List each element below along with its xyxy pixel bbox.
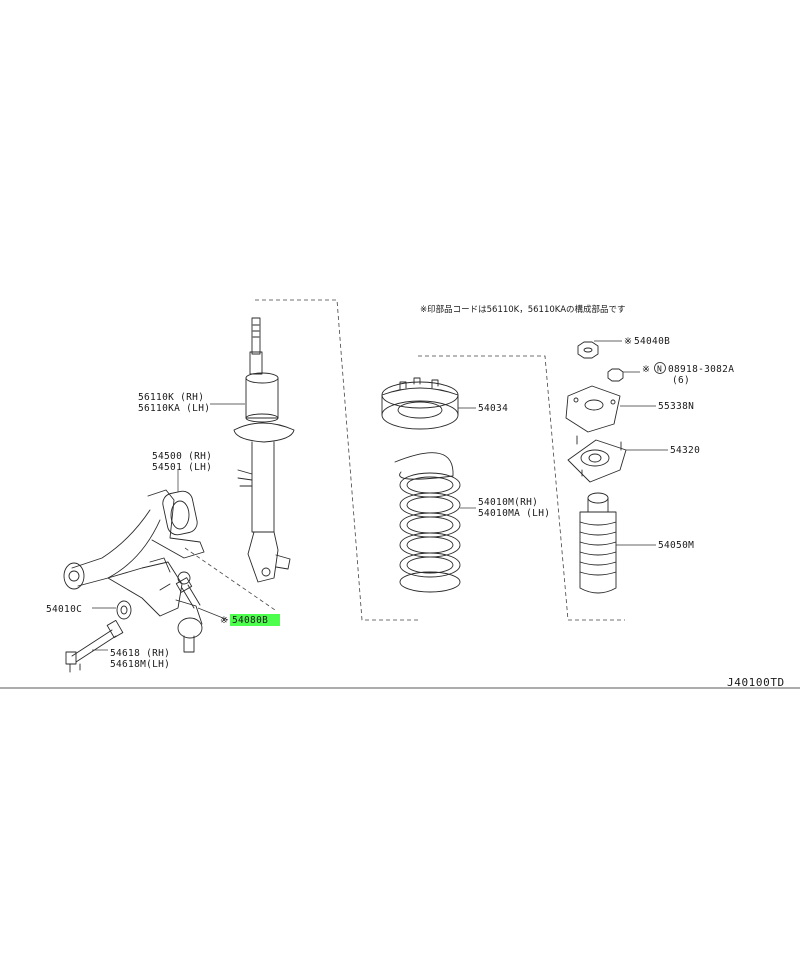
label-strut-lh: 56110KA (LH) <box>138 403 210 414</box>
lower-arm[interactable] <box>63 489 205 653</box>
nut-part[interactable] <box>577 341 599 359</box>
bump-boot[interactable] <box>579 492 617 594</box>
mount-plate[interactable] <box>565 385 621 433</box>
washer-mark: ※ <box>642 364 650 375</box>
label-spring-rh: 54010M(RH) <box>478 497 538 508</box>
label-mount: 54320 <box>670 445 700 456</box>
label-washer: 08918-3082A <box>668 364 734 375</box>
label-strut-rh: 56110K (RH) <box>138 392 204 403</box>
label-plate: 55338N <box>658 401 694 412</box>
highlight-box <box>230 614 280 626</box>
label-arm-lh: 54501 (LH) <box>152 462 212 473</box>
diagram-code: J40100TD <box>727 676 785 689</box>
bolt-mark: ※ <box>220 615 228 626</box>
label-spring-lh: 54010MA (LH) <box>478 508 550 519</box>
nut-mark: ※ <box>624 336 632 347</box>
n-circle-icon <box>654 362 666 374</box>
label-arm-rh: 54500 (RH) <box>152 451 212 462</box>
label-washer-qty: (6) <box>672 375 690 386</box>
washer-nut-part[interactable] <box>607 368 624 382</box>
strut-assembly[interactable] <box>233 317 295 583</box>
label-link-rh: 54618 (RH) <box>110 648 170 659</box>
bolt-part[interactable] <box>175 577 201 609</box>
upper-mount[interactable] <box>567 435 627 483</box>
label-bolt[interactable]: 54080B <box>232 615 268 626</box>
label-bushing: 54010C <box>46 604 82 615</box>
bushing[interactable] <box>116 600 132 620</box>
label-seat: 54034 <box>478 403 508 414</box>
component-note: ※印部品コードは56110K，56110KAの構成部品です <box>420 304 626 315</box>
label-link-lh: 54618M(LH) <box>110 659 170 670</box>
spring-seat[interactable] <box>381 377 459 430</box>
washer-n-letter: N <box>657 365 662 374</box>
leader-lines <box>92 340 668 651</box>
label-nut: 54040B <box>634 336 670 347</box>
group-lines <box>184 299 625 621</box>
coil-spring[interactable] <box>394 452 461 593</box>
label-boot: 54050M <box>658 540 694 551</box>
stabilizer-link[interactable] <box>65 619 124 673</box>
